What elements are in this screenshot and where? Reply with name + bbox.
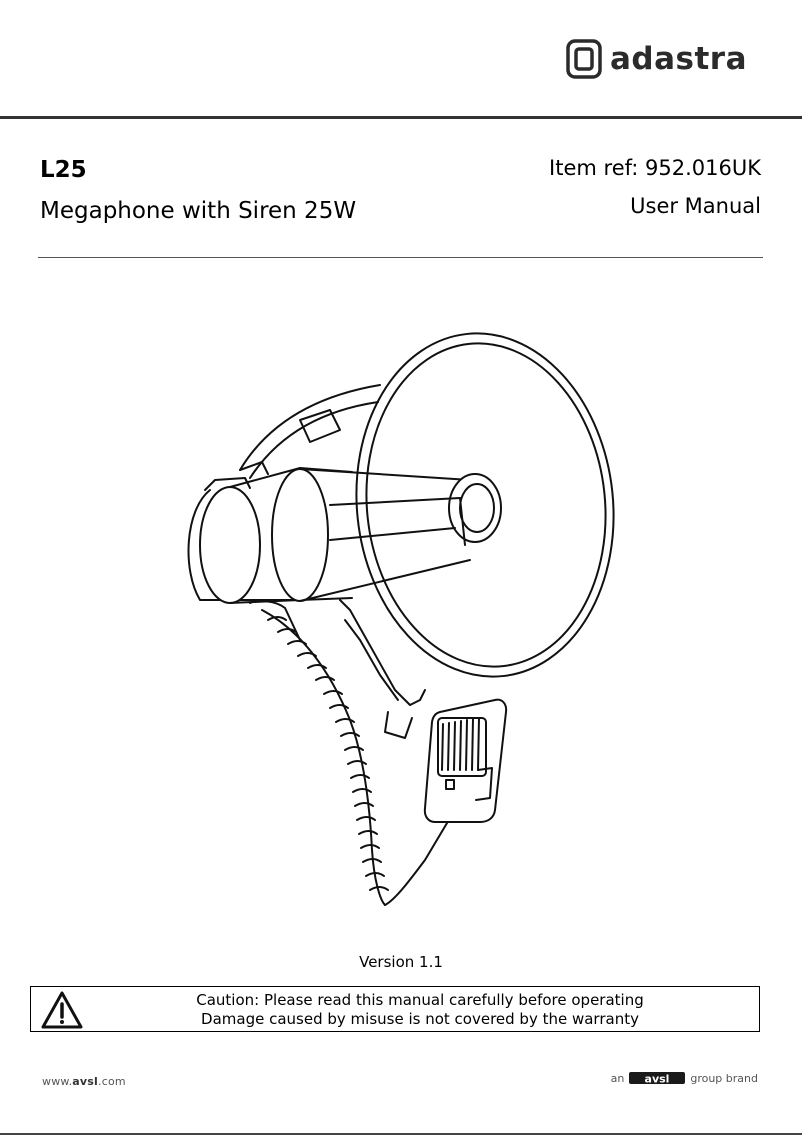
document-type: User Manual [630, 194, 761, 218]
avsl-logo-icon: avsl [629, 1072, 686, 1086]
brand-prefix: an [610, 1071, 625, 1085]
caution-line-2: Damage caused by misuse is not covered b… [201, 1010, 639, 1028]
avsl-logo-text: avsl [645, 1073, 670, 1086]
group-brand-line: an avsl group brand [611, 1070, 758, 1086]
brand-logo: adastra [566, 38, 747, 80]
adastra-logo-icon [566, 39, 602, 79]
caution-notice: Caution: Please read this manual careful… [30, 986, 760, 1032]
caution-text: Caution: Please read this manual careful… [91, 991, 749, 1029]
item-reference: Item ref: 952.016UK [549, 156, 761, 180]
brand-name: adastra [610, 41, 748, 77]
product-name: Megaphone with Siren 25W [40, 198, 357, 224]
website-suffix: .com [98, 1075, 126, 1088]
website-domain: avsl [72, 1075, 98, 1088]
footer-divider [0, 1133, 802, 1135]
caution-line-1: Caution: Please read this manual careful… [196, 991, 644, 1009]
model-number: L25 [40, 157, 87, 183]
megaphone-illustration [187, 332, 615, 906]
warning-triangle-icon [41, 991, 83, 1029]
website-link[interactable]: www.avsl.com [42, 1075, 126, 1088]
title-divider [38, 257, 763, 258]
website-prefix: www. [42, 1075, 73, 1088]
version-label: Version 1.1 [359, 953, 443, 971]
header-divider [0, 116, 802, 119]
brand-suffix: group brand [690, 1071, 758, 1085]
